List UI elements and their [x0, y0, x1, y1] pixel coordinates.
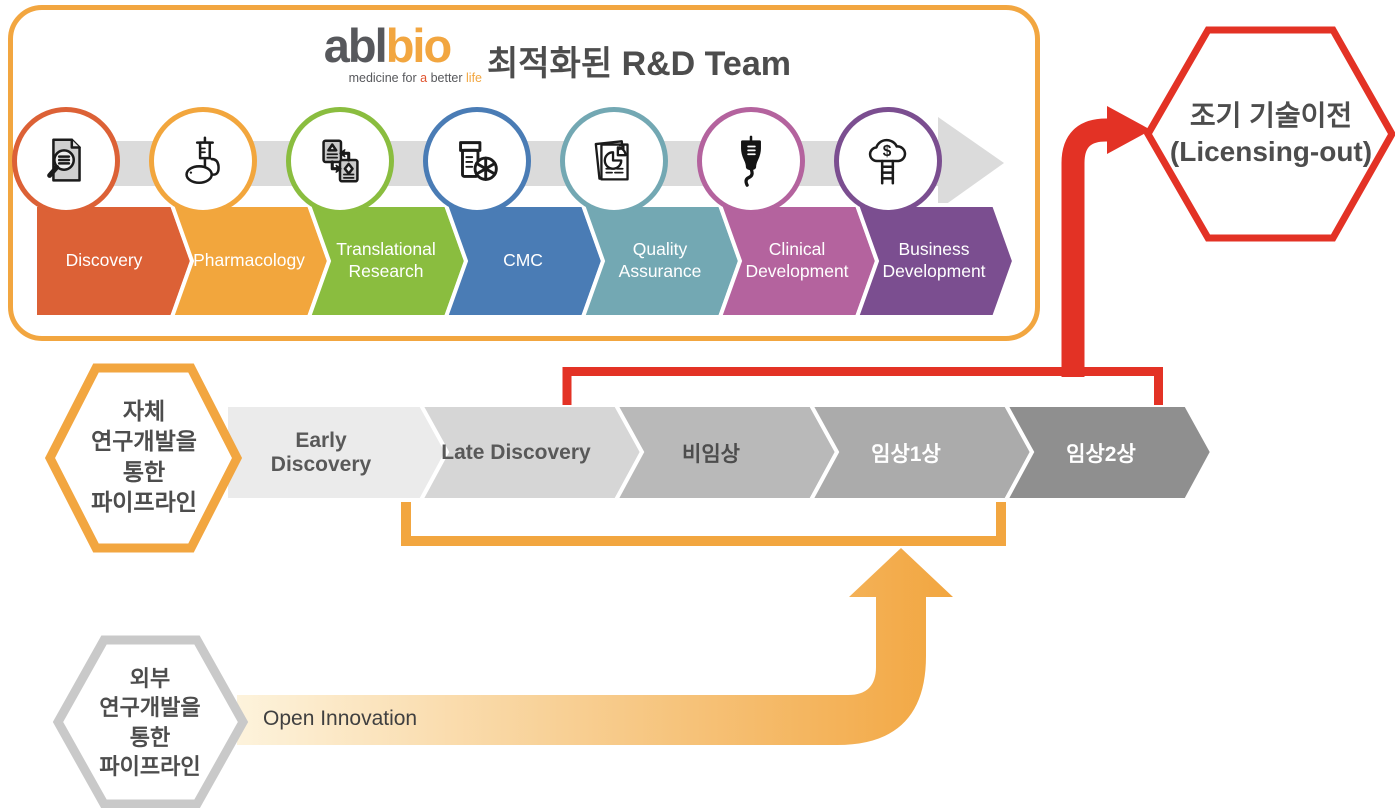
rd-team-title: 최적화된 R&D Team [487, 45, 791, 83]
quality-report-icon [594, 140, 629, 181]
ablbio-wordmark: ablbio [323, 19, 452, 72]
clinical-development-circle [697, 107, 805, 215]
quality-assurance-circle [560, 107, 668, 215]
external-pipeline-hexagon [52, 635, 249, 808]
licensing-hexagon-label: 조기 기술이전 (Licensing-out) [1169, 100, 1373, 168]
early-discovery-label: Early Discovery [270, 428, 372, 476]
phase2-chevron [1002, 403, 1215, 502]
business-development-chevron [854, 203, 1017, 319]
cmc-label: CMC [503, 250, 543, 271]
pharmacology-label: Pharmacology [193, 250, 305, 271]
svg-text:$: $ [883, 143, 892, 160]
open-innovation-scope-bracket [401, 502, 1006, 546]
licensing-arrow-shaft [1061, 118, 1110, 377]
late-discovery-label: Late Discovery [441, 440, 591, 464]
iv-bag-icon [741, 135, 761, 187]
phase2-label: 임상2상 [1066, 442, 1136, 466]
discovery-label: Discovery [65, 250, 143, 271]
cloud-funding-icon: $ [868, 138, 907, 185]
internal-pipeline-hexagon [44, 363, 243, 553]
process-band-arrowhead [938, 117, 1004, 210]
quality-assurance-label: Quality Assurance [618, 239, 702, 281]
pharmacology-circle [149, 107, 257, 215]
cmc-circle [423, 107, 531, 215]
translational-research-circle [286, 107, 394, 215]
open-innovation-label: Open Innovation [263, 707, 418, 730]
business-development-circle: $ [834, 107, 942, 215]
ablbio-logo: ablbio medicine for a better life [292, 22, 482, 85]
open-innovation-flow-arrow [237, 548, 953, 745]
internal-pipeline-hexagon-label: 자체 연구개발을 통한 파이프라인 [91, 398, 197, 516]
clinical-development-label: Clinical Development [745, 239, 849, 281]
licensing-scope-bracket [562, 367, 1163, 405]
licensing-hexagon [1143, 26, 1395, 242]
licensing-arrowhead [1107, 106, 1151, 154]
phase1-label: 임상1상 [871, 442, 941, 466]
pill-bottle-icon [459, 141, 498, 181]
discovery-circle [12, 107, 120, 215]
document-transfer-icon [322, 139, 359, 183]
document-search-icon [47, 138, 81, 182]
ablbio-tagline: medicine for a better life [348, 71, 482, 85]
mouse-syringe-icon [185, 136, 220, 185]
translational-research-label: Translational Research [336, 239, 436, 281]
business-development-label: Business Development [882, 239, 986, 281]
external-pipeline-hexagon-label: 외부 연구개발을 통한 파이프라인 [99, 666, 201, 780]
nonclinical-label: 비임상 [682, 442, 740, 466]
